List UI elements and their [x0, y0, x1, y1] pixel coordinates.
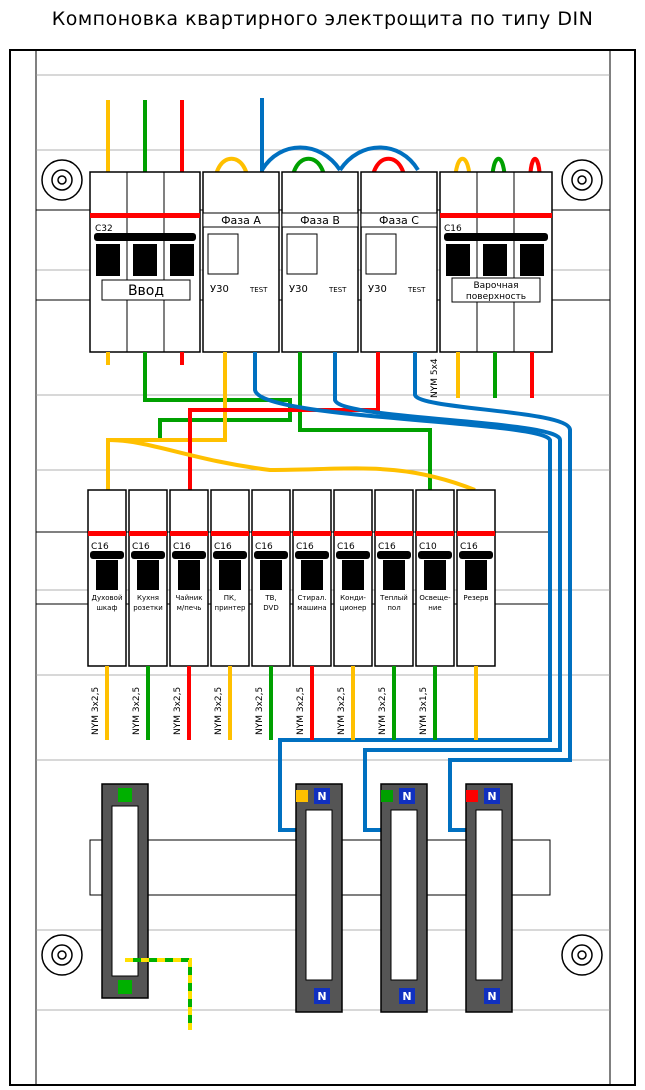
branch-breaker-rating: C16 — [460, 542, 478, 552]
rcd-a-trip: ТЕЅТ — [249, 286, 268, 294]
branch-breaker-label: Резерв — [463, 594, 488, 602]
neutral-label-top: N — [487, 790, 496, 803]
branch-breaker-label: Стирал. — [298, 594, 327, 602]
neutral-label-bottom: N — [402, 990, 411, 1003]
stove-label-1: Варочная — [473, 281, 518, 291]
branch-breaker-rating: C16 — [378, 542, 396, 552]
branch-breaker-rating: C10 — [419, 542, 437, 552]
stove-breaker: Варочная поверхность C16 — [439, 171, 553, 353]
neutral-terminal-1: NN — [295, 783, 343, 1013]
page-title: Компоновка квартирного электрощита по ти… — [51, 8, 594, 30]
rcd-b-trip: ТЕЅТ — [328, 286, 347, 294]
mount-hole-top-right — [561, 159, 603, 201]
branch-breaker-label-2: пол — [387, 604, 400, 612]
neutral-terminal-2: NN — [380, 783, 428, 1013]
feeder-wires — [106, 352, 572, 832]
branch-breaker-label-2: машина — [297, 604, 326, 612]
branch-breaker-label: Теплый — [379, 594, 408, 602]
branch-cable-label: NYM 3x2,5 — [132, 687, 142, 735]
branch-breaker-label-2: DVD — [263, 604, 278, 612]
stove-rating: C16 — [444, 224, 462, 234]
branch-breaker-rating: C16 — [255, 542, 273, 552]
branch-cable-label: NYM 3x2,5 — [91, 687, 101, 735]
branch-breaker-label-2: ционер — [340, 604, 367, 612]
branch-breaker-label: Чайник — [176, 594, 203, 602]
branch-breaker-label-2: ние — [428, 604, 441, 612]
input-wires — [106, 98, 264, 180]
stove-label-2: поверхность — [466, 292, 526, 302]
neutral-terminal-3: NN — [465, 783, 513, 1013]
input-breaker-rating: C32 — [95, 224, 113, 234]
branch-cable-label: NYM 3x1,5 — [419, 687, 429, 735]
branch-breaker-label: ТВ, — [264, 594, 276, 602]
input-breaker: Ввод C32 — [89, 171, 201, 353]
branch-breaker-label: Духовой — [92, 594, 123, 602]
branch-cable-label: NYM 3x2,5 — [214, 687, 224, 735]
branch-breaker-rating: C16 — [337, 542, 355, 552]
rcd-a-rating: У30 — [210, 284, 229, 295]
rcd-a: Фаза А У30 ТЕЅТ — [202, 171, 280, 353]
mount-hole-bottom-right — [561, 934, 603, 976]
branch-breaker-label: Освеще- — [419, 594, 451, 602]
rcd-a-label: Фаза А — [221, 214, 261, 227]
branch-breaker-rating: C16 — [173, 542, 191, 552]
branch-cable-label: NYM 3x2,5 — [173, 687, 183, 735]
branch-breaker-label: Конди- — [340, 594, 366, 602]
branch-cable-label: NYM 3x2,5 — [378, 687, 388, 735]
neutral-label-top: N — [317, 790, 326, 803]
branch-cable-label: NYM 3x2,5 — [337, 687, 347, 735]
input-breaker-label: Ввод — [128, 283, 164, 299]
rcd-c-trip: ТЕЅТ — [407, 286, 426, 294]
branch-breaker-label-2: м/печь — [177, 604, 202, 612]
branch-breaker-label-2: принтер — [215, 604, 247, 612]
rcd-c-rating: У30 — [368, 284, 387, 295]
branch-breaker-label: ПК, — [224, 594, 236, 602]
branch-breaker-label-2: розетки — [133, 604, 163, 612]
rcd-c: Фаза С У30 ТЕЅТ — [360, 171, 438, 353]
branch-breaker-rating: C16 — [214, 542, 232, 552]
rcd-c-label: Фаза С — [379, 214, 419, 227]
rcd-b-label: Фаза В — [300, 214, 340, 227]
branch-breaker-rating: C16 — [132, 542, 150, 552]
mount-hole-top-left — [41, 159, 83, 201]
branch-breaker-label: Кухня — [137, 594, 159, 602]
stove-cable-label: NYM 5x4 — [430, 358, 440, 398]
neutral-label-top: N — [402, 790, 411, 803]
neutral-label-bottom: N — [317, 990, 326, 1003]
branch-breaker-rating: C16 — [91, 542, 109, 552]
panel-frame — [9, 49, 636, 1086]
branch-cable-label: NYM 3x2,5 — [296, 687, 306, 735]
mount-hole-bottom-left — [41, 934, 83, 976]
branch-breaker-label-2: шкаф — [97, 604, 118, 612]
branch-cable-label: NYM 3x2,5 — [255, 687, 265, 735]
neutral-label-bottom: N — [487, 990, 496, 1003]
rcd-b: Фаза В У30 ТЕЅТ — [281, 171, 359, 353]
stove-output-wires — [456, 352, 534, 398]
rcd-b-rating: У30 — [289, 284, 308, 295]
earth-terminal-block — [101, 783, 149, 999]
branch-breaker-rating: C16 — [296, 542, 314, 552]
